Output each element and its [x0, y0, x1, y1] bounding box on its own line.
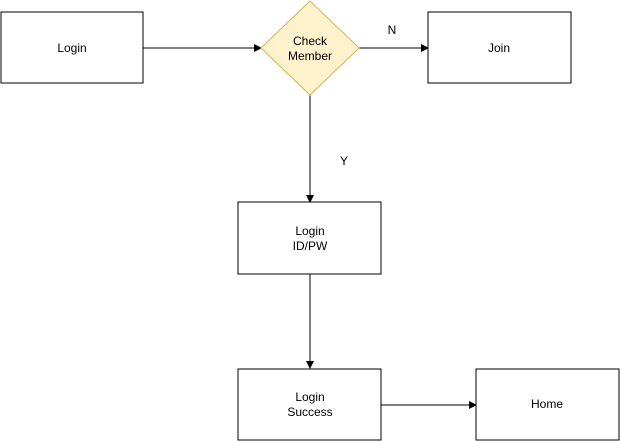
node-home: Home: [475, 368, 620, 441]
node-join: Join: [427, 11, 572, 84]
node-login: Login: [0, 11, 144, 84]
edge-label-yes: Y: [340, 154, 348, 168]
node-login-idpw-label-line1: Login: [295, 224, 324, 238]
node-login-idpw-label-line2: ID/PW: [293, 239, 328, 253]
node-check-member-label-line2: Member: [288, 49, 332, 63]
node-login-label: Login: [57, 41, 86, 55]
node-login-success-label-line2: Success: [287, 405, 332, 419]
node-join-label: Join: [488, 41, 510, 55]
edge-label-no: N: [388, 23, 397, 37]
node-login-success-label-line1: Login: [295, 390, 324, 404]
node-home-label: Home: [531, 397, 563, 411]
node-check-member-label-line1: Check: [293, 34, 328, 48]
node-login-idpw: Login ID/PW: [237, 201, 382, 275]
node-login-success: Login Success: [237, 368, 382, 441]
node-check-member: Check Member: [260, 0, 360, 96]
